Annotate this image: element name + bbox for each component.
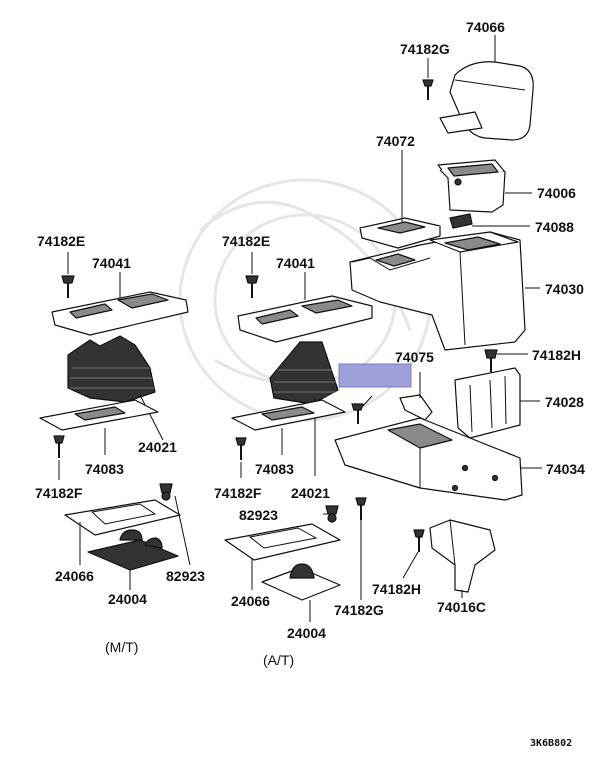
label-24004-mid: 24004 — [287, 625, 326, 641]
bracket-74075 — [399, 394, 433, 421]
plate-74083-mid — [231, 399, 346, 431]
bezel-74041-left — [51, 291, 189, 336]
bracket-74028 — [454, 367, 521, 439]
label-24021-left: 24021 — [138, 439, 177, 455]
boot-24004-left — [87, 529, 179, 571]
clip-82923-mid — [325, 505, 339, 523]
label-24066-left: 24066 — [55, 568, 94, 584]
screw-74182G-bottom — [355, 497, 367, 520]
boot-24004-mid — [261, 563, 341, 601]
label-74030: 74030 — [545, 281, 584, 297]
label-74041-mid: 74041 — [276, 255, 315, 271]
storage-box-74006 — [437, 159, 506, 213]
label-74182H-right: 74182H — [532, 347, 581, 363]
screw-74182G-top — [422, 58, 434, 100]
screw-74075 — [351, 403, 364, 424]
screw-74182H-right — [484, 349, 498, 372]
bezel-74041-mid — [237, 295, 373, 343]
clip-82923-left — [159, 483, 173, 501]
variant-label-automatic: (A/T) — [263, 652, 294, 668]
shift-boot-24021-left — [67, 335, 156, 403]
screw-74182H-bottom — [413, 529, 425, 552]
label-74182F-left: 74182F — [35, 485, 83, 501]
label-74016C: 74016C — [437, 599, 486, 615]
label-74182G-bottom: 74182G — [334, 602, 384, 618]
screw-74182F-left — [53, 435, 65, 480]
label-74075: 74075 — [395, 349, 434, 365]
label-74182E-left: 74182E — [37, 233, 85, 249]
label-74182G-top: 74182G — [400, 41, 450, 57]
label-74041-left: 74041 — [92, 255, 131, 271]
label-82923-left: 82923 — [166, 568, 205, 584]
label-74182E-mid: 74182E — [222, 233, 270, 249]
console-box-74030 — [349, 231, 526, 351]
label-82923-mid: 82923 — [239, 507, 278, 523]
shift-boot-24021-mid — [269, 341, 339, 405]
armrest-lid-74066 — [439, 61, 534, 141]
label-74083-mid: 74083 — [255, 461, 294, 477]
plate-24066-mid — [224, 523, 341, 561]
plate-74083-left — [39, 399, 159, 431]
label-74066: 74066 — [466, 19, 505, 35]
variant-label-manual: (M/T) — [105, 639, 138, 655]
label-74072: 74072 — [376, 133, 415, 149]
label-74028: 74028 — [545, 394, 584, 410]
label-74182F-mid: 74182F — [214, 485, 262, 501]
tray-74072 — [359, 217, 441, 249]
latch-74088 — [449, 213, 473, 229]
label-24004-left: 24004 — [108, 591, 147, 607]
screw-74182F-mid — [235, 437, 247, 478]
label-74088: 74088 — [535, 219, 574, 235]
label-74083-left: 74083 — [85, 461, 124, 477]
highlight-marker — [338, 363, 412, 388]
diagram-code: 3K6B802 — [530, 738, 572, 749]
label-24021-mid: 24021 — [291, 485, 330, 501]
label-74034: 74034 — [546, 461, 585, 477]
console-base-74034 — [334, 417, 523, 501]
plate-24066-left — [64, 499, 181, 536]
bracket-74016C — [429, 519, 496, 593]
screw-74182E-left — [61, 252, 75, 298]
label-74182H-bottom: 74182H — [372, 581, 421, 597]
screw-74182E-mid — [245, 252, 259, 298]
label-74006: 74006 — [537, 185, 576, 201]
label-24066-mid: 24066 — [231, 593, 270, 609]
